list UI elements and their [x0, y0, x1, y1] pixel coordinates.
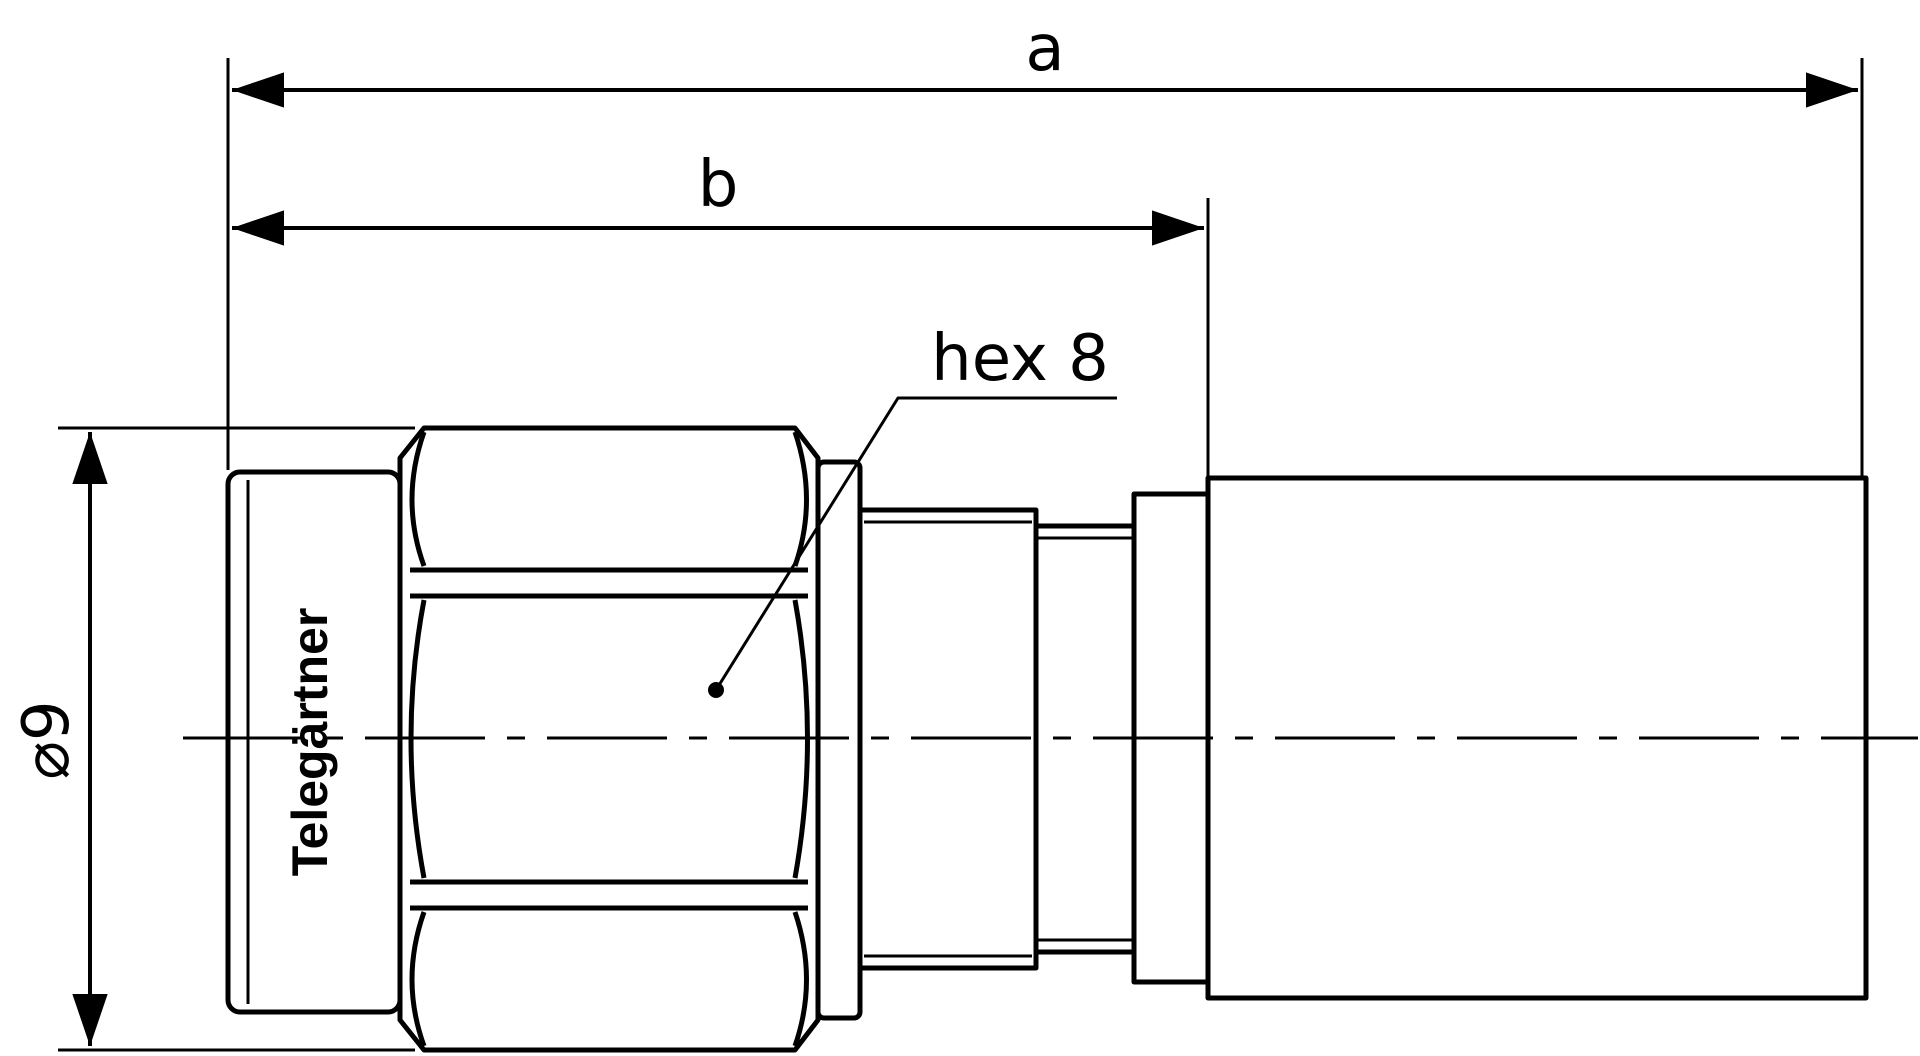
dimension-label-b: b: [698, 148, 739, 222]
hex-corner-arc-mid-left: [408, 599, 427, 879]
hex-corner-arc-mid-right: [792, 599, 810, 879]
hex-corner-arc-bottom-right: [792, 911, 809, 1047]
brand-logo-text: Telegärtner: [282, 608, 338, 877]
dimension-label-hex: hex 8: [931, 322, 1109, 396]
hex-corner-arc-bottom-left: [409, 911, 427, 1047]
hex-leader-line: [714, 396, 1117, 691]
dimension-label-diameter: ⌀9: [10, 700, 84, 779]
crimp-ferrule: [1205, 475, 1869, 1001]
dimension-label-a: a: [1025, 12, 1064, 86]
hex-corner-arc-top-left: [409, 431, 427, 567]
hex-corner-arc-top-right: [792, 431, 809, 567]
hex-leader-dot: [708, 682, 724, 698]
hex-nut-outline: [397, 425, 821, 1053]
washer-ring: [815, 459, 863, 1021]
